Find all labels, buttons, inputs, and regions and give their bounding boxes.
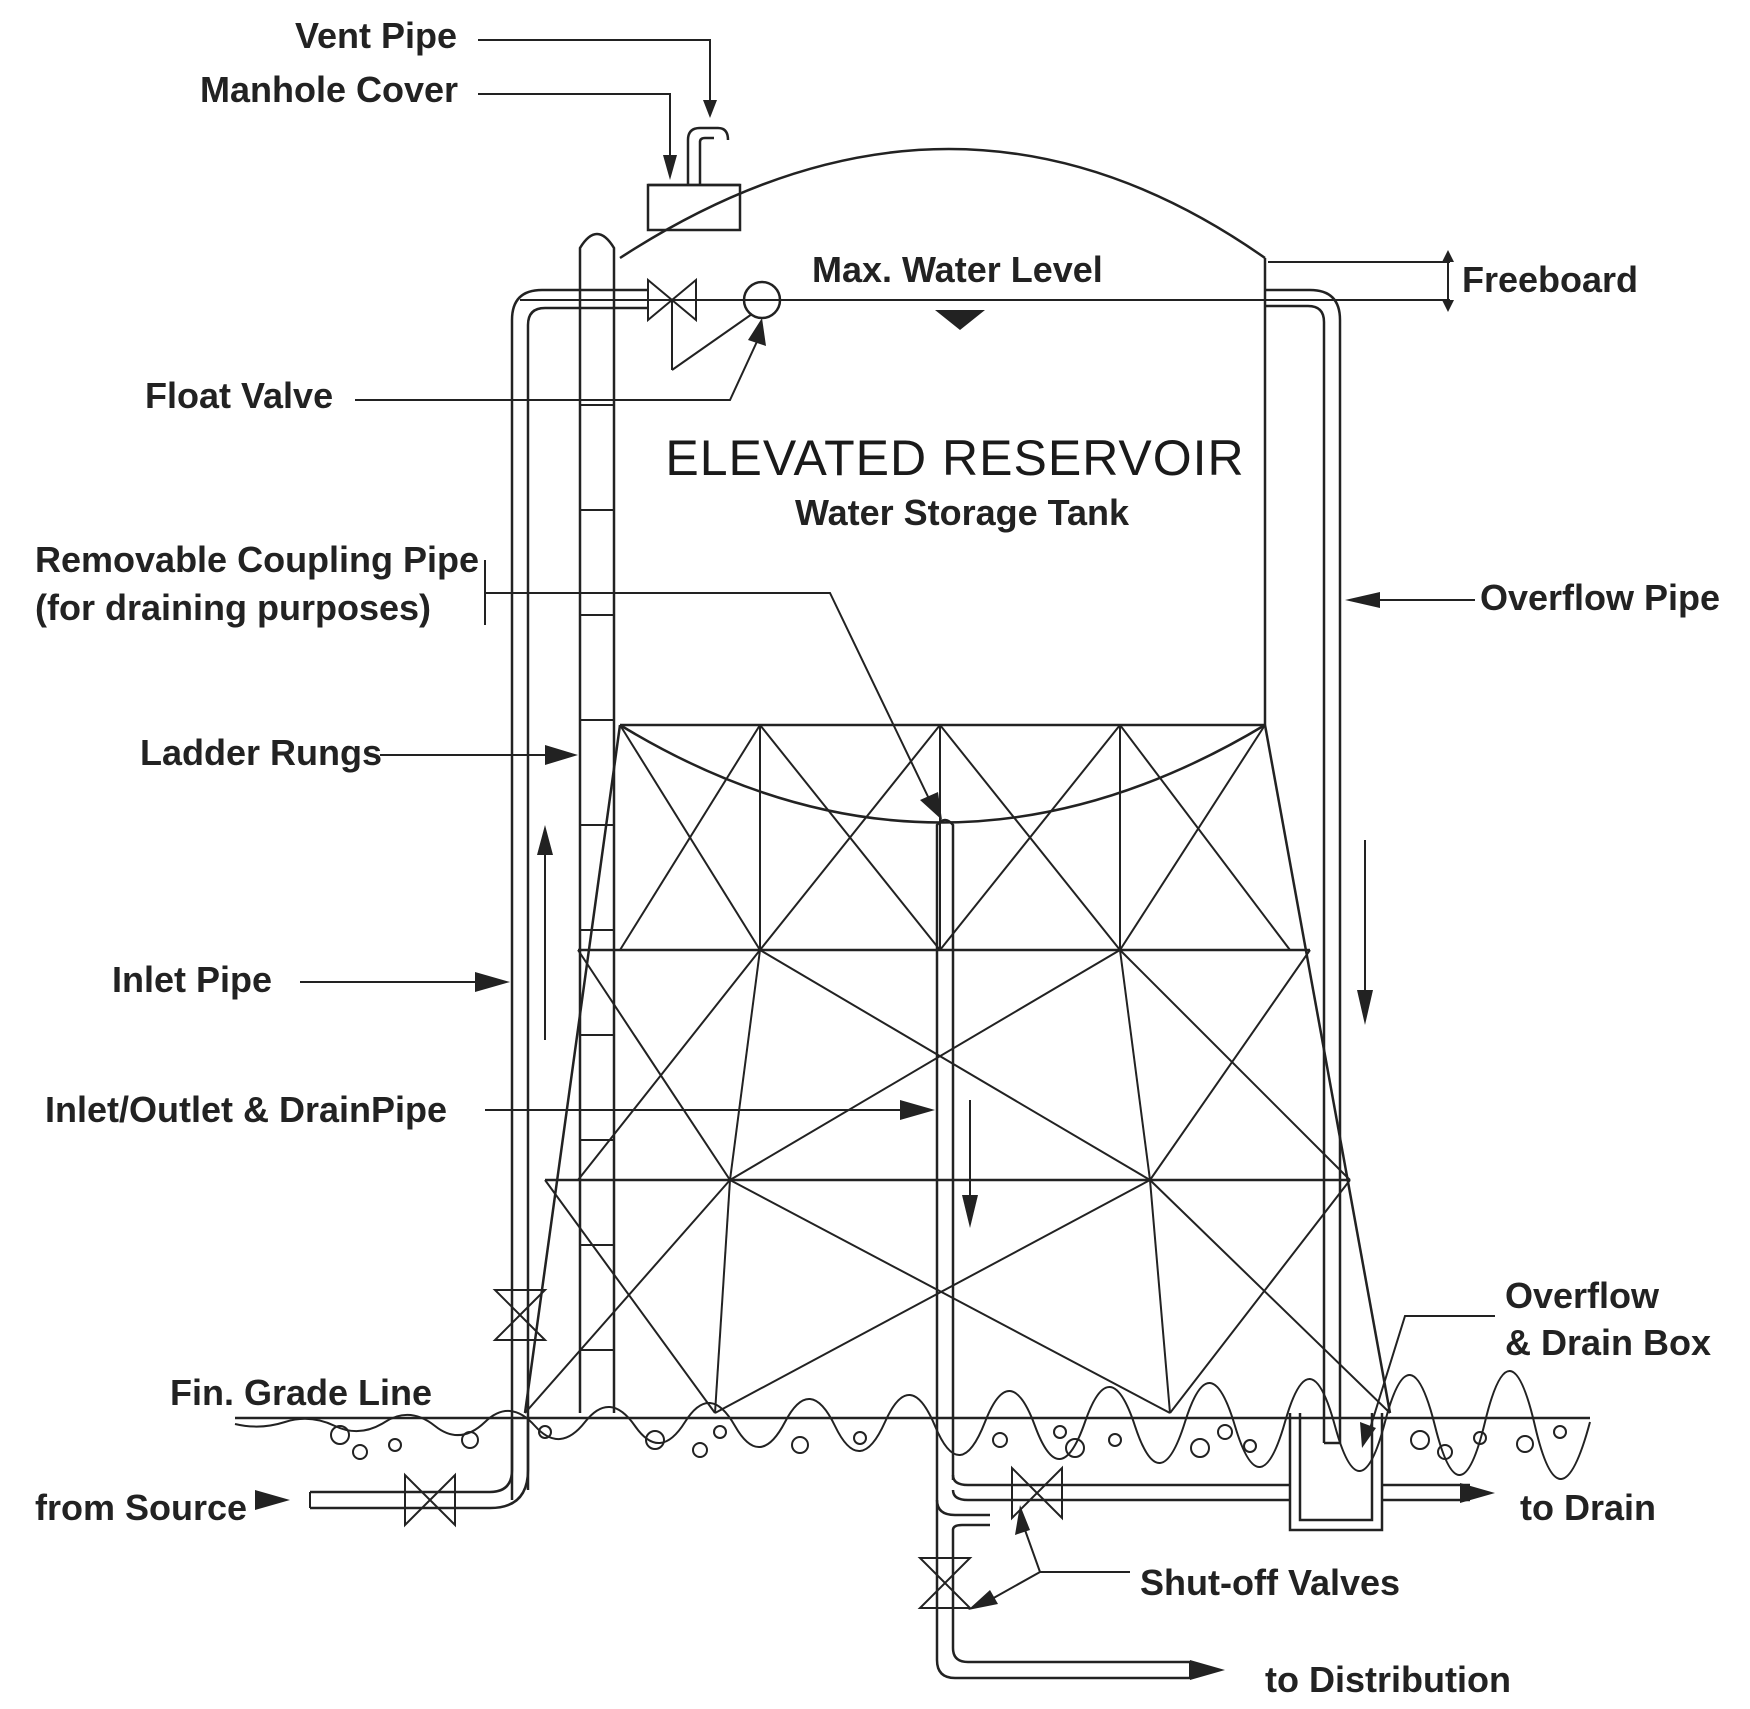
- label-to-drain: to Drain: [1520, 1487, 1656, 1528]
- label-removable-coupling-2: (for draining purposes): [35, 587, 431, 628]
- label-vent-pipe: Vent Pipe: [295, 15, 457, 56]
- manhole-cover: [646, 183, 742, 232]
- ground-stone: [853, 1431, 867, 1445]
- leader-shutoff-valves: [968, 1505, 1130, 1610]
- leader-vent-pipe: [478, 39, 717, 118]
- ground-stone: [692, 1442, 708, 1458]
- ladder: [578, 232, 616, 1413]
- label-shutoff-valves: Shut-off Valves: [1140, 1562, 1400, 1603]
- ground-stone: [1437, 1444, 1453, 1460]
- ground-stone: [992, 1432, 1008, 1448]
- leader-manhole-cover: [478, 93, 677, 180]
- leader-ladder-rungs: [380, 745, 578, 765]
- inlet-outlet-drain-pipe: [935, 818, 1290, 1680]
- ground-stone: [713, 1425, 727, 1439]
- ground-stone: [352, 1444, 368, 1460]
- ground-stone: [1553, 1425, 1567, 1439]
- leader-from-source: [255, 1490, 290, 1510]
- label-overflow-pipe: Overflow Pipe: [1480, 577, 1720, 618]
- shutoff-valve-drain: [1011, 1465, 1063, 1521]
- leader-inlet-outlet-drain: [485, 1100, 935, 1120]
- ground-stone: [1243, 1439, 1257, 1453]
- label-from-source: from Source: [35, 1487, 247, 1528]
- diagram-title: ELEVATED RESERVOIR: [665, 430, 1244, 486]
- label-inlet-pipe: Inlet Pipe: [112, 959, 272, 1000]
- label-manhole-cover: Manhole Cover: [200, 69, 458, 110]
- label-max-water-level: Max. Water Level: [812, 249, 1103, 290]
- ground-stone: [461, 1431, 479, 1449]
- vent-pipe: [686, 126, 730, 185]
- label-float-valve: Float Valve: [145, 375, 333, 416]
- ground-stone: [791, 1436, 809, 1454]
- label-inlet-outlet-drain: Inlet/Outlet & DrainPipe: [45, 1089, 447, 1130]
- label-fin-grade-line: Fin. Grade Line: [170, 1372, 432, 1413]
- ground-stone: [645, 1430, 665, 1450]
- label-removable-coupling-1: Removable Coupling Pipe: [35, 539, 479, 580]
- inlet-pipe: [510, 288, 648, 1500]
- label-freeboard: Freeboard: [1462, 259, 1638, 300]
- leader-inlet-pipe: [300, 972, 510, 992]
- leader-to-distribution: [1190, 1660, 1225, 1680]
- leader-to-drain: [1460, 1483, 1495, 1503]
- flow-arrow-up: [537, 825, 553, 1040]
- flow-arrow-down-right: [1357, 840, 1373, 1025]
- ground-stone: [1053, 1425, 1067, 1439]
- ground-stone: [1516, 1435, 1534, 1453]
- leader-removable-coupling: [484, 560, 942, 820]
- freeboard-dimension: [1268, 250, 1454, 312]
- ground-line: [234, 1370, 1591, 1480]
- float-valve: [647, 277, 782, 371]
- leader-overflow-drain-box: [1360, 1315, 1495, 1448]
- label-ladder-rungs: Ladder Rungs: [140, 732, 382, 773]
- ground-stone: [538, 1425, 552, 1439]
- ground-stone: [1065, 1438, 1085, 1458]
- ground-stone: [1108, 1433, 1122, 1447]
- ground-stone: [1410, 1430, 1430, 1450]
- valve-inlet: [492, 1289, 548, 1341]
- leader-float-valve: [355, 318, 766, 401]
- ground-stone: [1217, 1424, 1233, 1440]
- tower-structure: [523, 724, 1392, 1414]
- label-overflow-box-1: Overflow: [1505, 1275, 1660, 1316]
- source-pipe: [309, 1420, 530, 1510]
- ground-stone: [1190, 1438, 1210, 1458]
- diagram-subtitle: Water Storage Tank: [795, 492, 1130, 533]
- max-water-level-line: [520, 299, 1365, 330]
- ground-stone: [1473, 1431, 1487, 1445]
- valve-source: [404, 1472, 456, 1528]
- label-to-distribution: to Distribution: [1265, 1659, 1511, 1700]
- label-overflow-box-2: & Drain Box: [1505, 1322, 1711, 1363]
- ground-stone: [388, 1438, 402, 1452]
- overflow-pipe: [1265, 288, 1342, 1445]
- drain-box: [1288, 1413, 1470, 1532]
- shutoff-valve-distribution: [917, 1557, 973, 1609]
- leader-overflow-pipe: [1345, 592, 1475, 608]
- flow-arrow-down-center: [962, 1100, 978, 1228]
- ground-stone: [330, 1425, 350, 1445]
